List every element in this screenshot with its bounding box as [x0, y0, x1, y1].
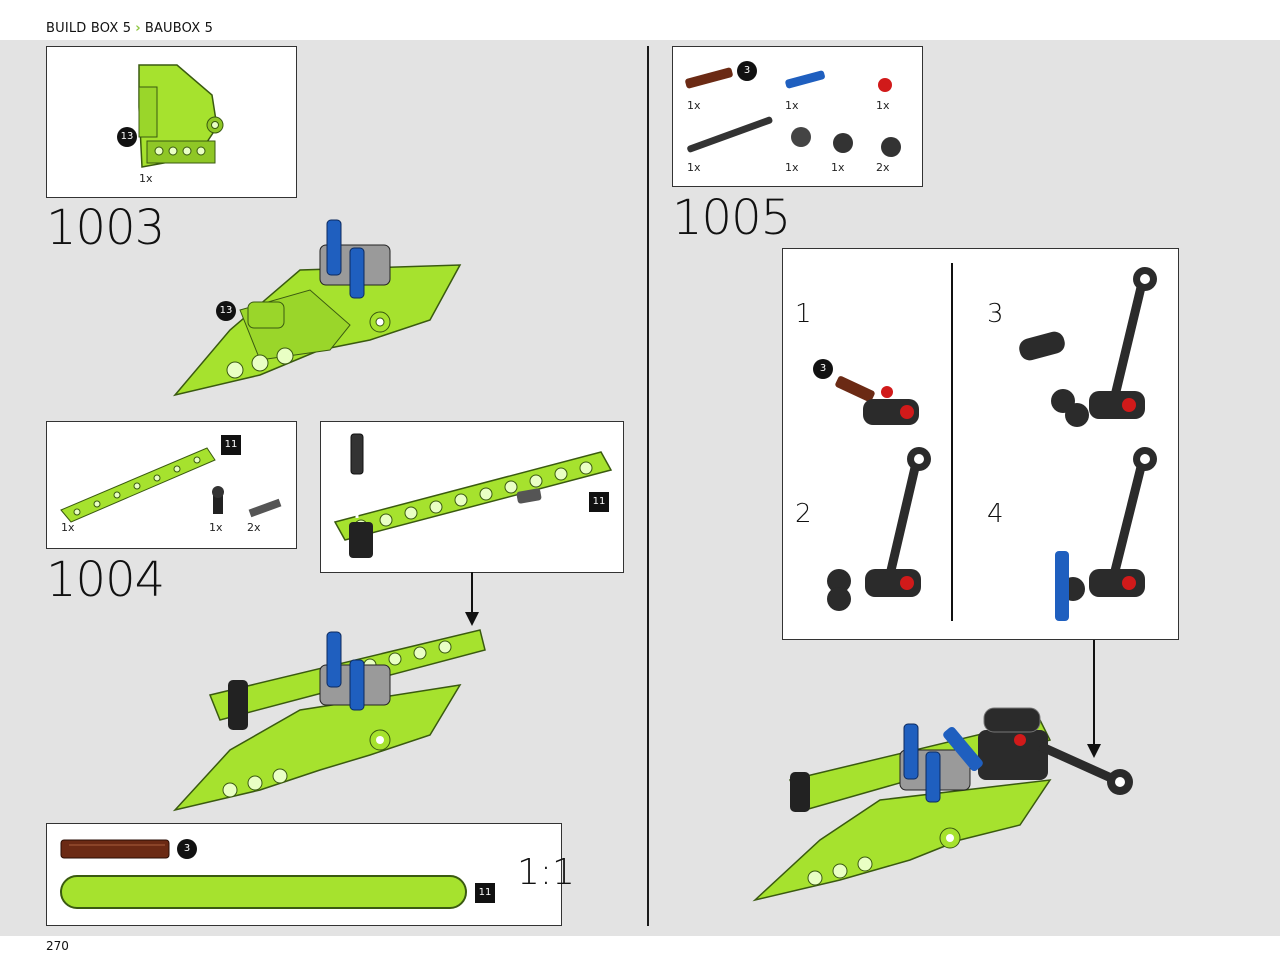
- qty-link: 1x: [687, 161, 701, 174]
- breadcrumb: BUILD BOX 5›BAUBOX 5: [46, 21, 213, 36]
- lime-panel-part: [138, 64, 224, 168]
- beam-badge-11: 11: [221, 435, 241, 455]
- qty-beam: 1x: [61, 521, 75, 534]
- qty-pin-blue: 1x: [785, 99, 799, 112]
- assembly-1005: [752, 707, 1133, 902]
- beam-badge-11-sub: 11: [589, 492, 609, 512]
- callout-3-sub: 3: [813, 359, 833, 379]
- build-box-label: BUILD BOX 5: [46, 21, 132, 36]
- chevron-right-icon: ›: [135, 21, 141, 36]
- parts-1005: [685, 67, 901, 157]
- qty-beam-2: 1x: [831, 161, 845, 174]
- callout-13: 13: [117, 127, 137, 147]
- substep-1: 1: [795, 299, 812, 329]
- callout-3-parts: 3: [737, 61, 757, 81]
- callout-3-axle: 3: [177, 839, 197, 859]
- qty-panel: 1x: [139, 172, 153, 185]
- callout-13-assembly: 13: [216, 301, 236, 321]
- page-number: 270: [46, 939, 69, 953]
- lime-beam-part: [60, 447, 282, 523]
- header-bar: [0, 0, 1280, 40]
- qty-beam-3: 2x: [876, 161, 890, 174]
- qty-connector-block: 1x: [785, 161, 799, 174]
- footer-bar: [0, 936, 1280, 974]
- subassembly-box-1004: 11: [320, 421, 624, 573]
- parts-box-1005: 3 1x 1x 1x 1x 1x 1x 2x: [672, 46, 923, 187]
- step-number-1003: 1003: [46, 200, 165, 256]
- assembly-1003: [172, 219, 462, 397]
- substep-divider: [951, 263, 953, 621]
- qty-connector: 1x: [209, 521, 223, 534]
- assembly-1004: [172, 629, 486, 812]
- substep-4: 4: [987, 499, 1004, 529]
- parts-box-1004: 11 1x 1x 2x: [46, 421, 297, 549]
- beam-subassembly: [333, 433, 613, 558]
- subassembly-box-1005: 1 2 3 4 3: [782, 248, 1179, 640]
- step-number-1005: 1005: [672, 190, 791, 246]
- qty-axle-red: 1x: [876, 99, 890, 112]
- substep-illustrations: [827, 267, 1157, 621]
- baubox-label: BAUBOX 5: [144, 21, 214, 36]
- arrow-down-icon: [465, 572, 479, 626]
- step-number-1004: 1004: [46, 552, 165, 608]
- substep-2: 2: [795, 499, 812, 529]
- qty-axle-brown: 1x: [687, 99, 701, 112]
- scale-parts: [60, 839, 467, 909]
- substep-3: 3: [987, 299, 1004, 329]
- page-divider: [647, 46, 649, 926]
- scale-ratio: 1:1: [517, 852, 575, 893]
- parts-box-1003: 13 1x: [46, 46, 297, 198]
- scale-reference-box: 3 11 1:1: [46, 823, 575, 926]
- qty-pin: 2x: [247, 521, 261, 534]
- arrow-down-icon: [1087, 640, 1101, 758]
- beam-badge-11-scale: 11: [475, 883, 495, 903]
